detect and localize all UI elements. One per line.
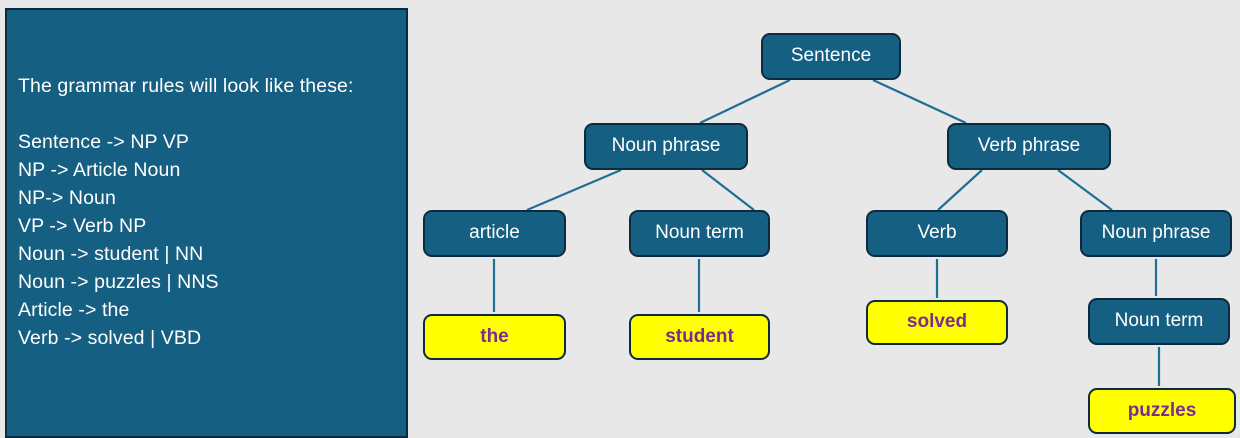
tree-node-label: the bbox=[480, 325, 509, 347]
tree-node-vp[interactable]: Verb phrase bbox=[947, 123, 1111, 170]
tree-node-student[interactable]: student bbox=[629, 314, 770, 360]
tree-node-solved[interactable]: solved bbox=[866, 300, 1008, 345]
tree-edge-vp-to-verb bbox=[937, 169, 983, 211]
tree-node-label: Noun term bbox=[655, 222, 744, 244]
tree-node-label: Noun phrase bbox=[611, 135, 721, 157]
tree-node-label: Verb phrase bbox=[977, 135, 1081, 157]
tree-node-puzzles[interactable]: puzzles bbox=[1088, 388, 1236, 434]
tree-node-np-right[interactable]: Noun phrase bbox=[1080, 210, 1232, 257]
tree-node-label: student bbox=[665, 325, 734, 347]
tree-node-label: puzzles bbox=[1127, 399, 1197, 421]
tree-edge-vp-to-np-right bbox=[1057, 169, 1113, 211]
grammar-rule-line: Sentence -> NP VP bbox=[18, 131, 189, 153]
tree-node-verb[interactable]: Verb bbox=[866, 210, 1008, 257]
tree-node-the[interactable]: the bbox=[423, 314, 566, 360]
tree-node-noun-term-2[interactable]: Noun term bbox=[1088, 298, 1230, 345]
tree-edge-np-left-to-article bbox=[526, 168, 622, 212]
grammar-rule-line: Verb -> solved | VBD bbox=[18, 327, 202, 349]
grammar-rule-line: Noun -> puzzles | NNS bbox=[18, 271, 219, 293]
grammar-rule-line: Article -> the bbox=[18, 299, 130, 321]
grammar-rules-heading: The grammar rules will look like these: bbox=[18, 75, 354, 97]
tree-node-label: article bbox=[469, 222, 520, 244]
tree-edge-np-left-to-noun-term-1 bbox=[701, 169, 755, 211]
grammar-rules-text: The grammar rules will look like these: … bbox=[18, 72, 398, 352]
grammar-rule-line: VP -> Verb NP bbox=[18, 215, 147, 237]
tree-edge-sentence-to-np-left bbox=[699, 79, 791, 124]
tree-node-label: Verb bbox=[917, 222, 957, 244]
tree-node-noun-term-1[interactable]: Noun term bbox=[629, 210, 770, 257]
grammar-rule-line: NP-> Noun bbox=[18, 187, 116, 209]
grammar-rule-line: NP -> Article Noun bbox=[18, 159, 181, 181]
tree-node-np-left[interactable]: Noun phrase bbox=[584, 123, 748, 170]
tree-node-article[interactable]: article bbox=[423, 210, 566, 257]
tree-node-sentence[interactable]: Sentence bbox=[761, 33, 901, 80]
tree-node-label: Noun phrase bbox=[1101, 222, 1211, 244]
tree-node-label: Sentence bbox=[790, 45, 872, 67]
tree-edge-sentence-to-vp bbox=[872, 79, 967, 124]
tree-node-label: Noun term bbox=[1114, 310, 1204, 332]
grammar-rules-panel: The grammar rules will look like these: … bbox=[5, 8, 408, 438]
tree-node-label: solved bbox=[906, 311, 968, 333]
grammar-rule-line: Noun -> student | NN bbox=[18, 243, 204, 265]
